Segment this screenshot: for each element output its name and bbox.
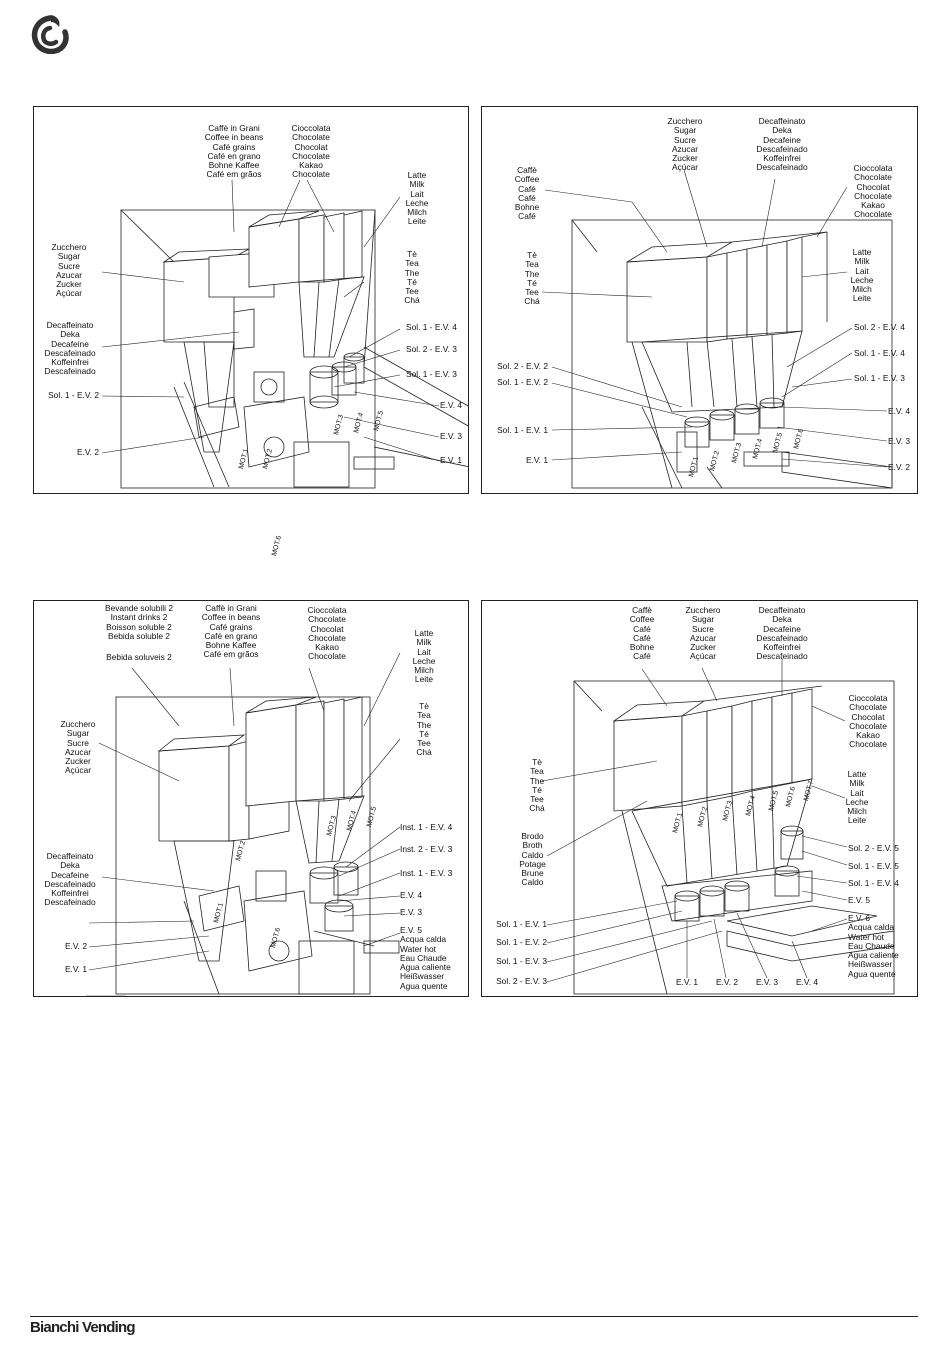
label-ev4: E.V. 4 (795, 977, 819, 987)
label-ev4: E.V. 4 (440, 400, 463, 410)
label-ev5: E.V. 5 (848, 895, 871, 905)
machine-drawing-1 (101, 179, 468, 489)
label-milk: Latte Milk Lait Leche Milch Leite (412, 628, 436, 685)
label-sol1-ev2: Sol. 1 - E.V. 2 (48, 390, 99, 400)
label-sugar: Zucchero Sugar Sucre Azucar Zucker Açúca… (60, 719, 96, 776)
label-sol2-ev5: Sol. 2 - E.V. 5 (848, 843, 899, 853)
machine-drawing-4 (541, 658, 895, 995)
label-chocolate: Cioccolata Chocolate Chocolat Chocolate … (848, 693, 888, 750)
label-decaf: Decaffeinato Deka Decafeine Descafeinado… (756, 605, 808, 662)
label-chocolate: Cioccolata Chocolate Chocolat Chocolate … (291, 123, 331, 180)
label-sugar: Zucchero Sugar Sucre Azucar Zucker Açúca… (51, 242, 87, 299)
diagram-panel-3: Bevande solubili 2 Instant drinks 2 Bois… (33, 600, 469, 997)
label-sol1-ev3: Sol. 1 - E.V. 3 (496, 956, 547, 966)
label-instant-drinks-2: Bevande solubili 2 Instant drinks 2 Bois… (105, 603, 173, 641)
label-bebida-soluveis-2: Bebida soluveis 2 (106, 652, 172, 662)
label-chocolate: Cioccolata Chocolate Chocolat Chocolate … (307, 605, 347, 662)
label-ev2: E.V. 2 (888, 462, 911, 472)
label-sugar: Zucchero Sugar Sucre Azucar Zucker Açúca… (685, 605, 721, 662)
label-coffee: Caffè Coffee Café Café Bohne Café (514, 165, 540, 222)
label-coffee-beans: Caffè in Grani Coffee in beans Café grai… (201, 603, 261, 660)
brand-name: Bianchi Vending (30, 1319, 135, 1336)
label-milk: Latte Milk Lait Leche Milch Leite (845, 769, 869, 826)
label-ev3: E.V. 3 (440, 431, 463, 441)
label-ev4: E.V. 4 (888, 406, 911, 416)
label-tea: Tè Tea The Té Tee Chá (529, 757, 545, 814)
label-tea: Tè Tea The Té Tee Chá (416, 701, 432, 758)
diagram-panel-4: Caffè Coffee Café Café Bohne Café Zucche… (481, 600, 918, 997)
motor-tag: MOT.6 (271, 535, 284, 557)
label-ev2: E.V. 2 (64, 941, 87, 951)
label-sugar: Zucchero Sugar Sucre Azucar Zucker Açúca… (667, 116, 703, 173)
label-ev5-hot-water: E.V. 5 Acqua calda Water hot Eau Chaude … (400, 925, 451, 991)
bianchi-logo-icon (31, 15, 69, 54)
label-chocolate: Cioccolata Chocolate Chocolat Chocolate … (853, 163, 893, 220)
label-ev1: E.V. 1 (675, 977, 699, 987)
label-ev2: E.V. 2 (715, 977, 739, 987)
footer-divider (30, 1316, 918, 1317)
label-ev1: E.V. 1 (525, 455, 548, 465)
diagram-panel-2: Zucchero Sugar Sucre Azucar Zucker Açúca… (481, 106, 918, 494)
label-ev6-hot-water: E.V. 6 Acqua calda Water hot Eau Chaude … (848, 913, 899, 979)
diagram-panel-1: Caffè in Grani Coffee in beans Café grai… (33, 106, 469, 494)
label-ev1: E.V. 1 (64, 964, 87, 974)
label-sol2-ev3: Sol. 2 - E.V. 3 (406, 344, 457, 354)
label-sol1-ev3: Sol. 1 - E.V. 3 (406, 369, 457, 379)
label-tea: Tè Tea The Té Tee Chá (404, 249, 420, 306)
label-milk: Latte Milk Lait Leche Milch Leite (850, 247, 874, 304)
label-sol2-ev4: Sol. 2 - E.V. 4 (854, 322, 905, 332)
label-inst1-ev3: Inst. 1 - E.V. 3 (400, 868, 453, 878)
label-sol1-ev4: Sol. 1 - E.V. 4 (406, 322, 457, 332)
machine-drawing-2 (541, 169, 893, 489)
label-ev4: E.V. 4 (400, 890, 423, 900)
label-sol1-ev4: Sol. 1 - E.V. 4 (854, 348, 905, 358)
label-coffee-beans: Caffè in Grani Coffee in beans Café grai… (204, 123, 264, 180)
label-inst2-ev3: Inst. 2 - E.V. 3 (400, 844, 453, 854)
label-coffee: Caffè Coffee Café Café Bohne Café (629, 605, 655, 662)
label-sol1-ev1: Sol. 1 - E.V. 1 (496, 919, 547, 929)
label-broth: Brodo Broth Caldo Potage Brune Caldo (519, 831, 546, 888)
label-sol1-ev2: Sol. 1 - E.V. 2 (497, 377, 548, 387)
label-sol1-ev3: Sol. 1 - E.V. 3 (854, 373, 905, 383)
label-sol2-ev3: Sol. 2 - E.V. 3 (496, 976, 547, 986)
label-tea: Tè Tea The Té Tee Chá (524, 250, 540, 307)
label-ev1: E.V. 1 (440, 455, 463, 465)
label-sol1-ev4: Sol. 1 - E.V. 4 (848, 878, 899, 888)
label-decaf: Decaffeinato Deka Decafeine Descafeinado… (756, 116, 808, 173)
label-ev3: E.V. 3 (400, 907, 423, 917)
label-ev2: E.V. 2 (76, 447, 99, 457)
label-sol1-ev2: Sol. 1 - E.V. 2 (496, 937, 547, 947)
machine-drawing-3 (86, 652, 401, 996)
label-sol1-ev1: Sol. 1 - E.V. 1 (497, 425, 548, 435)
label-decaf: Decaffeinato Deka Decafeine Descafeinado… (44, 320, 96, 377)
label-sol1-ev5: Sol. 1 - E.V. 5 (848, 861, 899, 871)
label-sol2-ev2: Sol. 2 - E.V. 2 (497, 361, 548, 371)
label-ev3: E.V. 3 (755, 977, 779, 987)
label-decaf: Decaffeinato Deka Decafeine Descafeinado… (44, 851, 96, 908)
label-inst1-ev4: Inst. 1 - E.V. 4 (400, 822, 453, 832)
label-milk: Latte Milk Lait Leche Milch Leite (405, 170, 429, 227)
label-ev3: E.V. 3 (888, 436, 911, 446)
